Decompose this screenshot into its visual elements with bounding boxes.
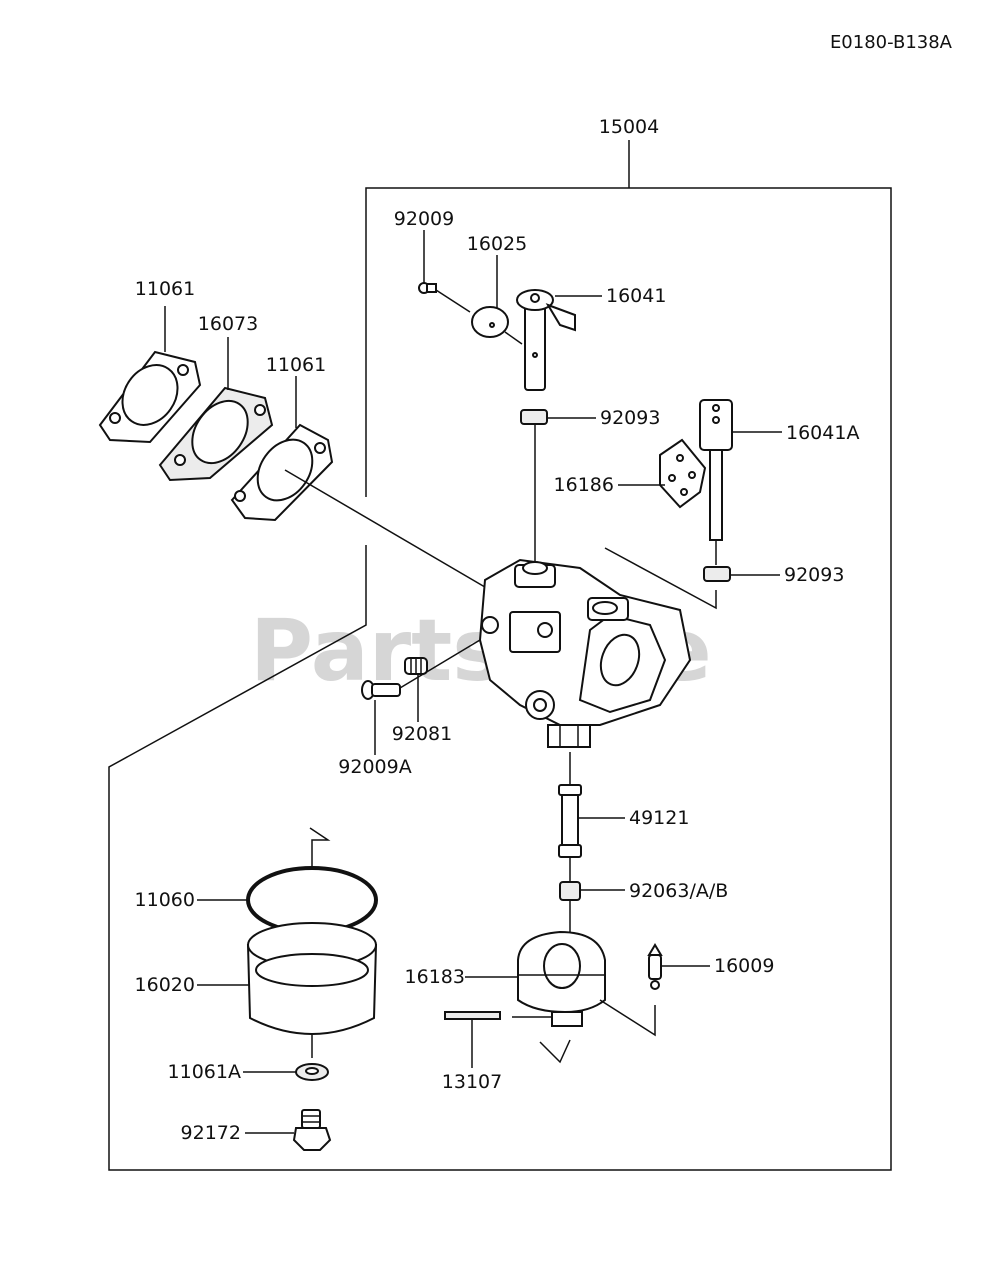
- label-15004[interactable]: 15004: [599, 116, 659, 138]
- seal-92093-top: [520, 409, 548, 425]
- label-16009[interactable]: 16009: [714, 955, 774, 977]
- label-92009[interactable]: 92009: [394, 208, 454, 230]
- throttle-shaft-16041: [516, 289, 576, 391]
- label-92172[interactable]: 92172: [181, 1122, 241, 1144]
- insulator-16073: [158, 386, 274, 482]
- label-16020[interactable]: 16020: [135, 974, 195, 996]
- assembly-frame: [108, 140, 892, 1171]
- spring-92081: [404, 657, 428, 675]
- idle-screw-92009A: [361, 680, 401, 700]
- screw-92009: [418, 282, 437, 294]
- gasket-11061-left: [98, 350, 202, 444]
- label-16186[interactable]: 16186: [554, 474, 614, 496]
- float-pin-13107: [444, 1011, 501, 1020]
- label-16041A[interactable]: 16041A: [786, 422, 859, 444]
- label-92093-top[interactable]: 92093: [600, 407, 660, 429]
- needle-valve-16009: [647, 943, 663, 990]
- float-16183: [517, 930, 606, 1027]
- diagram-code: E0180-B138A: [830, 32, 953, 53]
- label-92009A[interactable]: 92009A: [338, 756, 411, 778]
- label-16073[interactable]: 16073: [198, 313, 258, 335]
- carburetor-body: [478, 558, 692, 748]
- label-13107[interactable]: 13107: [442, 1071, 502, 1093]
- label-16183[interactable]: 16183: [405, 966, 465, 988]
- label-11061-left[interactable]: 11061: [135, 278, 195, 300]
- label-16041[interactable]: 16041: [606, 285, 666, 307]
- label-11060[interactable]: 11060: [135, 889, 195, 911]
- label-49121[interactable]: 49121: [629, 807, 689, 829]
- throttle-plate-16025: [471, 306, 509, 338]
- label-92081[interactable]: 92081: [392, 723, 452, 745]
- float-bowl-16020: [246, 922, 378, 1035]
- seal-92093-mid: [703, 566, 731, 582]
- label-92093-mid[interactable]: 92093: [784, 564, 844, 586]
- gasket-11061A: [295, 1063, 329, 1081]
- label-11061-right[interactable]: 11061: [266, 354, 326, 376]
- choke-shaft-16041A: [699, 399, 733, 541]
- bolt-92172: [292, 1109, 332, 1151]
- main-jet-92063: [559, 881, 581, 901]
- nozzle-49121: [558, 784, 582, 858]
- label-92063[interactable]: 92063/A/B: [629, 880, 728, 902]
- label-11061A[interactable]: 11061A: [168, 1061, 241, 1083]
- label-16025[interactable]: 16025: [467, 233, 527, 255]
- choke-plate-16186: [659, 438, 707, 509]
